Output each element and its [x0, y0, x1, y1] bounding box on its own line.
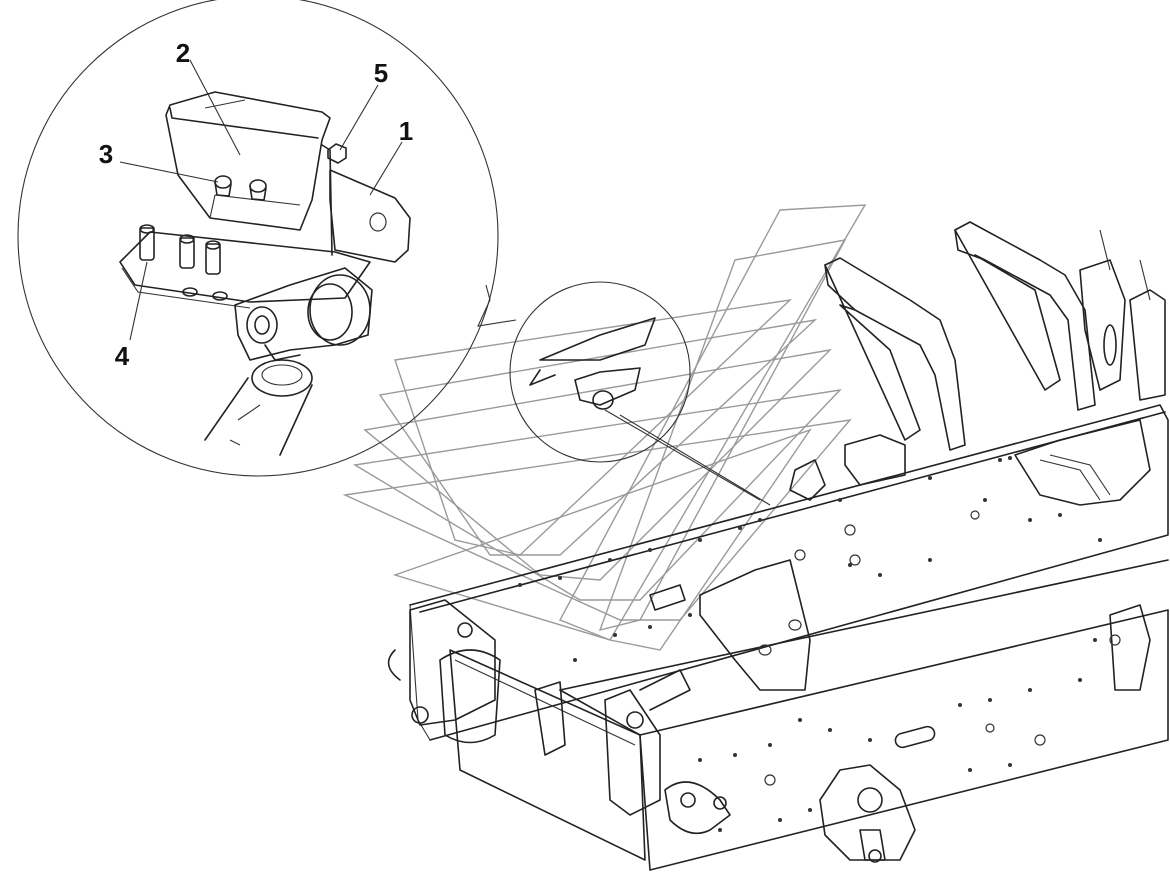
truck-frame [387, 221, 1169, 871]
detail-leader [477, 284, 517, 327]
bolts-part-3 [214, 175, 267, 201]
leader-2 [189, 59, 241, 156]
plate-part-1 [321, 144, 411, 263]
detail-view-circle [17, 0, 517, 477]
leader-4 [129, 261, 148, 341]
callout-1: 1 [399, 116, 413, 146]
bracket-part-2 [165, 91, 331, 231]
nut-part-5 [327, 143, 347, 164]
callout-5: 5 [374, 58, 388, 88]
rivet-holes [518, 456, 1121, 832]
leader-3 [119, 161, 219, 183]
leader-5 [339, 84, 379, 151]
hinge-roller-assembly [204, 267, 373, 456]
detail-boundary [17, 0, 499, 477]
leader-1 [369, 141, 403, 196]
locator-circle [509, 281, 771, 506]
callout-2: 2 [176, 38, 190, 68]
callout-3: 3 [99, 139, 113, 169]
callout-labels: 2 5 1 3 4 [99, 38, 413, 371]
callout-4: 4 [115, 341, 130, 371]
base-plate-part-4 [119, 224, 371, 309]
watermark-logo [342, 204, 867, 651]
